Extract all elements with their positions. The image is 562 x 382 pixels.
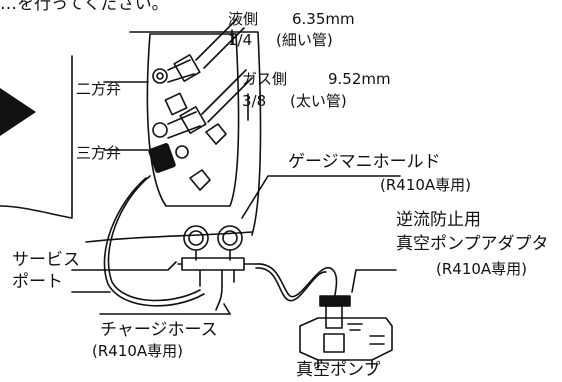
adapter-spec: (R410A専用) (436, 260, 528, 278)
liquid-side-fraction: 1/4 (228, 31, 253, 49)
service-port-line2: ポート (12, 272, 63, 292)
leader-adapter (351, 269, 397, 293)
header-partial-text: …を行ってください。 (0, 0, 169, 14)
liquid-side-size: 6.35mm (292, 10, 355, 28)
unit-side-panel (129, 31, 262, 236)
gas-side-name: ガス側 (242, 70, 288, 88)
liquid-side-note: (細い管) (276, 31, 333, 49)
gas-side-note: (太い管) (290, 92, 347, 110)
charge-hose-label: チャージホース (100, 320, 218, 340)
adapter-label-line1: 逆流防止用 (396, 210, 481, 230)
gauge-manifold-label: ゲージマニホールド (288, 152, 441, 172)
valve-cap (205, 123, 227, 145)
charge-hose-to-pump (255, 263, 338, 301)
vacuum-pump-label: 真空ポンプ (296, 360, 381, 380)
charge-hose-lower (215, 285, 223, 311)
service-port-line1: サービス (12, 250, 80, 270)
charge-hose-spec: (R410A専用) (92, 342, 184, 360)
liquid-side-name: 液側 (228, 10, 259, 28)
unit-bottom-edge (85, 231, 253, 243)
three-way-valve-body (148, 69, 253, 191)
pointer-arrow (0, 88, 36, 136)
gas-side-size: 9.52mm (328, 70, 391, 88)
two-way-valve-body (152, 19, 245, 116)
gauge-manifold-drawing (177, 225, 257, 287)
leader-charge-hose (223, 303, 231, 315)
adapter-label-line2: 真空ポンプアダプタ (396, 234, 549, 254)
valve-cap-lower (189, 169, 211, 191)
unit-panel (0, 55, 73, 219)
gas-side-fraction: 3/8 (242, 92, 267, 110)
leader-service-port (71, 261, 177, 271)
two-way-valve-label: 二方弁 (76, 80, 122, 98)
gauge-manifold-spec: (R410A専用) (380, 176, 472, 194)
vacuum-pump-drawing (299, 295, 393, 369)
leader-manifold (241, 175, 401, 219)
three-way-valve-label: 三方弁 (76, 144, 122, 162)
charge-hose-to-pump-inner (255, 267, 327, 302)
charge-hose-left (107, 175, 201, 302)
charge-hose-left-inner (103, 177, 205, 307)
